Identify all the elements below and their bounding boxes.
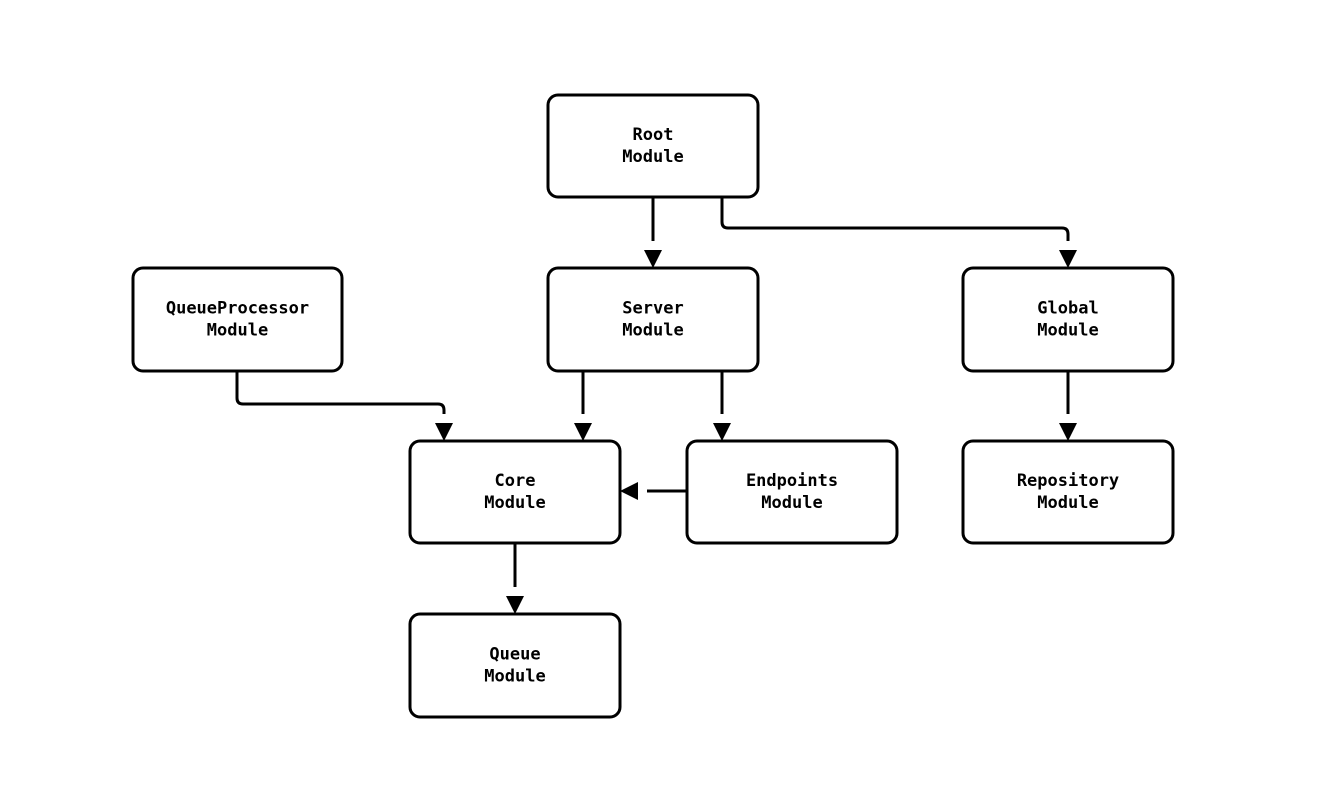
edge-core-to-queue — [506, 543, 524, 614]
edge-global-to-repository — [1059, 371, 1077, 441]
node-box[interactable] — [408, 439, 622, 545]
node-queue-module[interactable]: Queue Module — [408, 612, 622, 719]
node-label-line1: QueueProcessor — [166, 299, 309, 319]
edge-endpoints-to-core — [620, 482, 687, 500]
node-layer: Root Module QueueProcessor Module Server… — [131, 93, 1175, 719]
node-label-line2: Module — [622, 147, 683, 167]
node-repository-module[interactable]: Repository Module — [961, 439, 1175, 545]
node-box[interactable] — [408, 612, 622, 719]
node-label-line1: Repository — [1017, 471, 1119, 491]
node-endpoints-module[interactable]: Endpoints Module — [685, 439, 899, 545]
edge-line — [720, 197, 1070, 241]
edge-server-to-core — [574, 371, 592, 441]
node-label-line1: Core — [495, 471, 536, 491]
edge-layer — [235, 197, 1077, 614]
node-global-module[interactable]: Global Module — [961, 266, 1175, 373]
arrowhead-icon — [435, 423, 453, 441]
node-label-line1: Queue — [489, 645, 540, 665]
node-label-line1: Global — [1037, 299, 1098, 319]
node-label-line2: Module — [207, 321, 268, 341]
node-label-line1: Server — [622, 299, 683, 319]
arrowhead-icon — [1059, 250, 1077, 268]
node-label-line1: Root — [633, 125, 674, 145]
node-box[interactable] — [546, 93, 760, 199]
node-box[interactable] — [961, 439, 1175, 545]
arrowhead-icon — [713, 423, 731, 441]
edge-line — [235, 371, 446, 414]
node-box[interactable] — [961, 266, 1175, 373]
arrowhead-icon — [506, 596, 524, 614]
node-server-module[interactable]: Server Module — [546, 266, 760, 373]
node-core-module[interactable]: Core Module — [408, 439, 622, 545]
node-queueprocessor-module[interactable]: QueueProcessor Module — [131, 266, 344, 373]
edge-queueprocessor-to-core — [235, 371, 453, 441]
edge-root-to-server — [644, 197, 662, 268]
node-box[interactable] — [546, 266, 760, 373]
node-label-line2: Module — [622, 321, 683, 341]
edge-root-to-global — [720, 197, 1077, 268]
arrowhead-icon — [620, 482, 638, 500]
node-label-line2: Module — [761, 493, 822, 513]
arrowhead-icon — [1059, 423, 1077, 441]
edge-server-to-endpoints — [713, 371, 731, 441]
node-label-line2: Module — [484, 493, 545, 513]
node-label-line2: Module — [1037, 493, 1098, 513]
node-label-line1: Endpoints — [746, 471, 838, 491]
arrowhead-icon — [574, 423, 592, 441]
arrowhead-icon — [644, 250, 662, 268]
node-label-line2: Module — [484, 667, 545, 687]
node-box[interactable] — [685, 439, 899, 545]
node-box[interactable] — [131, 266, 344, 373]
node-label-line2: Module — [1037, 321, 1098, 341]
node-root-module[interactable]: Root Module — [546, 93, 760, 199]
